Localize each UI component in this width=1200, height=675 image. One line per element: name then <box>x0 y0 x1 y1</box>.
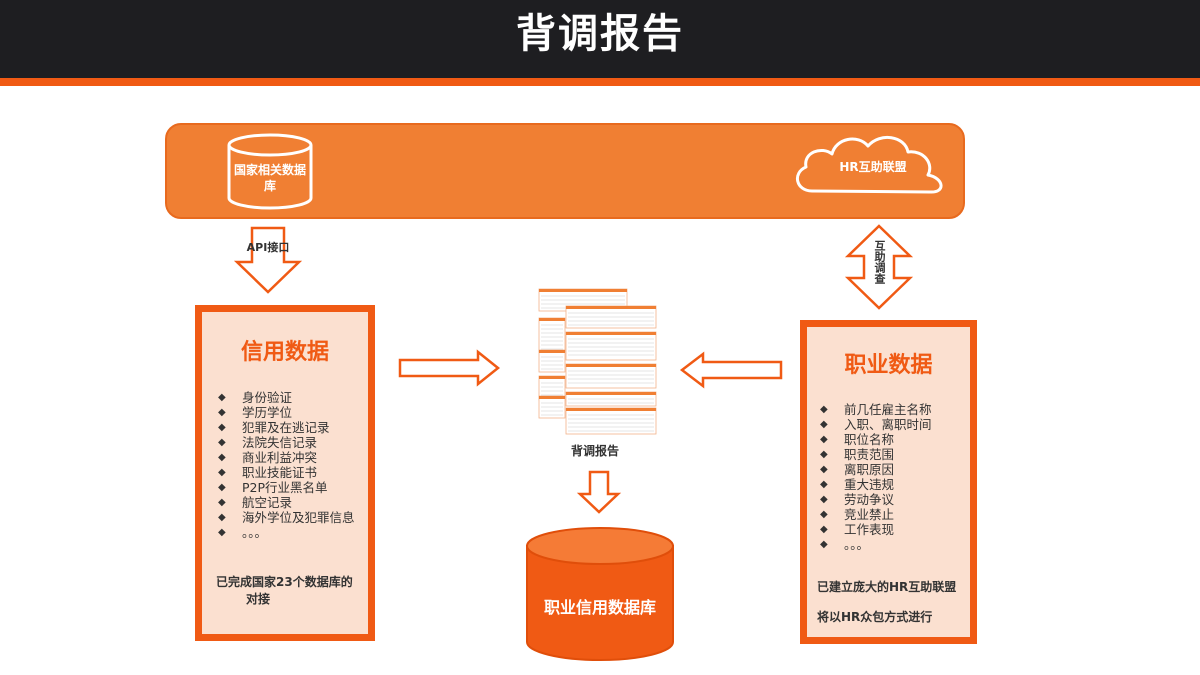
report-sheet-header <box>539 289 627 292</box>
database-icon <box>227 133 313 210</box>
report-sheet-header <box>539 396 565 399</box>
list-item: 职业技能证书 <box>218 465 355 480</box>
list-item: 职责范围 <box>820 447 932 462</box>
list-item: 前几任雇主名称 <box>820 402 932 417</box>
list-item: 竞业禁止 <box>820 507 932 522</box>
cloud-label: HR互助联盟 <box>839 160 907 174</box>
report-to-database-arrow <box>576 470 622 514</box>
career-to-report-arrow <box>679 351 783 389</box>
list-item: 航空记录 <box>218 495 355 510</box>
api-label: API接口 <box>246 241 290 254</box>
list-item: 离职原因 <box>820 462 932 477</box>
report-sheet-header <box>566 392 656 395</box>
list-item: 职位名称 <box>820 432 932 447</box>
report-sheet <box>565 363 657 389</box>
database-label: 国家相关数据库 <box>233 163 306 193</box>
credit-panel-note: 已完成国家23个数据库的 对接 <box>216 574 353 608</box>
page-title: 背调报告 <box>516 11 684 57</box>
report-sheet-header <box>539 350 565 353</box>
list-item: 犯罪及在逃记录 <box>218 420 355 435</box>
list-item: 海外学位及犯罪信息 <box>218 510 355 525</box>
career-note-line1: 已建立庞大的HR互助联盟 <box>817 580 957 594</box>
report-sheet-header <box>566 332 656 335</box>
header-accent-stripe <box>0 78 1200 86</box>
output-database-label: 职业信用数据库 <box>543 598 656 617</box>
report-sheet <box>538 317 566 353</box>
report-thumbnail <box>538 288 657 435</box>
list-item: 工作表现 <box>820 522 932 537</box>
credit-panel-title: 信用数据 <box>240 340 329 365</box>
report-sheet-header <box>566 306 656 309</box>
report-sheet-header <box>539 376 565 379</box>
list-item: 重大违规 <box>820 477 932 492</box>
list-item: P2P行业黑名单 <box>218 480 355 495</box>
list-item: 入职、离职时间 <box>820 417 932 432</box>
career-item-list: 前几任雇主名称 入职、离职时间 职位名称 职责范围 离职原因 重大违规 劳动争议… <box>820 402 932 552</box>
career-panel-title: 职业数据 <box>844 353 933 378</box>
credit-item-list: 身份验证 学历学位 犯罪及在逃记录 法院失信记录 商业利益冲突 职业技能证书 P… <box>218 390 355 540</box>
career-note-line2: 将以HR众包方式进行 <box>817 610 933 624</box>
credit-note-line1: 已完成国家23个数据库的 <box>216 575 353 589</box>
report-sheet <box>565 407 657 435</box>
list-item: 学历学位 <box>218 405 355 420</box>
api-down-arrow <box>233 226 303 294</box>
report-sheet-header <box>539 318 565 321</box>
career-panel-note: 已建立庞大的HR互助联盟 将以HR众包方式进行 <box>817 579 956 626</box>
report-sheet <box>565 331 657 361</box>
cloud-icon <box>796 136 943 194</box>
list-item: 法院失信记录 <box>218 435 355 450</box>
credit-to-report-arrow <box>398 349 501 387</box>
list-item: 身份验证 <box>218 390 355 405</box>
report-label: 背调报告 <box>570 444 619 458</box>
report-sheet-header <box>566 364 656 367</box>
list-item: 。。。 <box>820 537 932 552</box>
credit-note-line2: 对接 <box>246 592 271 606</box>
credit-data-panel: 信用数据 身份验证 学历学位 犯罪及在逃记录 法院失信记录 商业利益冲突 职业技… <box>195 305 375 641</box>
career-data-panel: 职业数据 前几任雇主名称 入职、离职时间 职位名称 职责范围 离职原因 重大违规… <box>800 320 977 644</box>
mutual-label: 互助调查 <box>873 240 886 284</box>
output-database-cylinder <box>526 527 674 661</box>
header-bar <box>0 0 1200 78</box>
list-item: 。。。 <box>218 525 355 540</box>
mutual-double-arrow <box>844 224 914 310</box>
list-item: 劳动争议 <box>820 492 932 507</box>
report-sheet-header <box>566 408 656 411</box>
list-item: 商业利益冲突 <box>218 450 355 465</box>
